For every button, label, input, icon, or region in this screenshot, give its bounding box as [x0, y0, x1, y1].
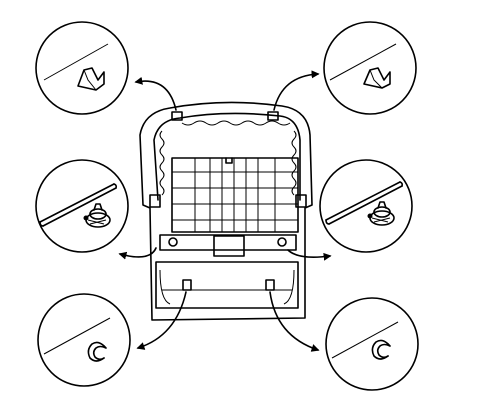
- retainer-clip-icon: [77, 67, 105, 91]
- bottom-right-clip-slot: [265, 279, 275, 291]
- c-clip-icon: [371, 339, 391, 360]
- detail-circle-middle-left: [35, 159, 129, 253]
- arrow-bottom-left: [136, 291, 187, 350]
- left-grommet: [168, 237, 178, 247]
- arrow-middle-left: [118, 247, 157, 260]
- retainer-clip-icon: [363, 67, 391, 89]
- bottom-left-clip-slot: [182, 279, 192, 291]
- rod-with-push-fastener-icon: [39, 183, 118, 228]
- arrow-top-right: [273, 70, 320, 111]
- right-side-bracket: [295, 194, 307, 208]
- detail-circle-top-left: [35, 21, 129, 115]
- arrow-top-left: [134, 76, 177, 111]
- rod-with-push-fastener-icon: [325, 181, 404, 226]
- seat-back-frame: [139, 101, 313, 321]
- arrow-middle-right: [287, 249, 332, 261]
- right-grommet: [277, 237, 287, 247]
- detail-circle-middle-right: [319, 159, 413, 253]
- left-side-bracket: [149, 194, 161, 208]
- spring-panel: [171, 157, 299, 233]
- detail-circle-top-right: [323, 21, 417, 115]
- c-clip-icon: [87, 341, 107, 362]
- top-left-retainer-tab: [171, 111, 183, 121]
- detail-circle-bottom-left: [37, 293, 131, 387]
- arrow-bottom-right: [269, 291, 320, 352]
- callout-arrows: [118, 70, 332, 352]
- center-label-plate: [213, 235, 245, 257]
- top-right-retainer-tab: [267, 111, 279, 121]
- detail-circle-bottom-right: [325, 297, 419, 391]
